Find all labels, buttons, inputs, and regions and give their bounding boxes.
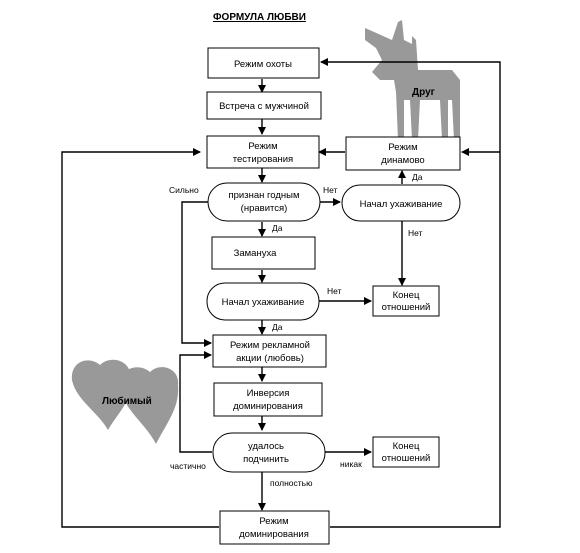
node-dominance-mode: Режим доминирования bbox=[219, 510, 330, 545]
end-2-label-line2: отношений bbox=[382, 453, 431, 464]
courtship-right-label: Начал ухаживание bbox=[360, 199, 443, 210]
ad-mode-label-line1: Режим рекламной bbox=[230, 340, 310, 351]
approved-label-line2: (нравится) bbox=[241, 203, 288, 214]
ad-mode-label-line2: акции (любовь) bbox=[236, 353, 304, 364]
test-mode-label-line1: Режим bbox=[248, 141, 277, 152]
inversion-label-line1: Инверсия bbox=[247, 388, 290, 399]
approved-label-line1: признан годным bbox=[229, 190, 300, 201]
node-subdue: удалось подчинить bbox=[212, 432, 326, 473]
end-1-label-line1: Конец bbox=[393, 290, 420, 301]
edge-label-partly: частично bbox=[170, 461, 206, 471]
node-ad-mode: Режим рекламной акции (любовь) bbox=[212, 334, 327, 368]
meet-man-label: Встреча с мужчиной bbox=[219, 101, 309, 112]
edge-label-yes-dynamo: Да bbox=[412, 172, 423, 182]
edge-label-no-right: Нет bbox=[323, 185, 338, 195]
node-test-mode: Режим тестирования bbox=[206, 135, 320, 169]
edge-label-not-at-all: никак bbox=[340, 459, 362, 469]
dynamo-mode-label-line1: Режим bbox=[388, 142, 417, 153]
hunt-mode-label: Режим охоты bbox=[234, 59, 292, 70]
node-courtship-right: Начал ухаживание bbox=[341, 184, 461, 222]
subdue-label-line2: подчинить bbox=[243, 454, 289, 465]
edge-label-strongly: Сильно bbox=[169, 185, 199, 195]
diagram-title: ФОРМУЛА ЛЮБВИ bbox=[213, 12, 306, 23]
node-inversion: Инверсия доминирования bbox=[213, 382, 323, 417]
inversion-label-line2: доминирования bbox=[233, 401, 303, 412]
goat-label: Друг bbox=[412, 87, 435, 98]
edge-label-yes-lure: Да bbox=[272, 223, 283, 233]
node-lure: Замануха bbox=[211, 236, 316, 270]
lure-label: Замануха bbox=[234, 248, 277, 259]
dominance-label-line2: доминирования bbox=[239, 529, 309, 540]
test-mode-label-line2: тестирования bbox=[233, 154, 293, 165]
edge-label-no-center: Нет bbox=[327, 286, 342, 296]
edge-label-yes-ad: Да bbox=[272, 322, 283, 332]
dominance-label-line1: Режим bbox=[259, 516, 288, 527]
courtship-center-label: Начал ухаживание bbox=[222, 297, 305, 308]
node-hunt-mode: Режим охоты bbox=[207, 47, 320, 79]
end-2-label-line1: Конец bbox=[393, 441, 420, 452]
connectors bbox=[61, 58, 501, 528]
dynamo-mode-label-line2: динамово bbox=[381, 155, 424, 166]
hearts-icon bbox=[71, 359, 179, 444]
node-meet-man: Встреча с мужчиной bbox=[206, 91, 322, 120]
node-approved: признан годным (нравится) bbox=[207, 182, 321, 222]
node-end-relationship-2: Конец отношений bbox=[372, 436, 440, 468]
edge-label-fully: полностью bbox=[270, 478, 313, 488]
end-1-label-line2: отношений bbox=[382, 302, 431, 313]
node-courtship-center: Начал ухаживание bbox=[206, 282, 320, 321]
node-end-relationship-1: Конец отношений bbox=[372, 285, 440, 317]
node-dynamo-mode: Режим динамово bbox=[345, 136, 461, 171]
hearts-label: Любимый bbox=[102, 395, 152, 407]
subdue-label-line1: удалось bbox=[248, 441, 284, 452]
goat-silhouette-icon bbox=[365, 20, 460, 140]
edge-label-no-end: Нет bbox=[408, 228, 423, 238]
